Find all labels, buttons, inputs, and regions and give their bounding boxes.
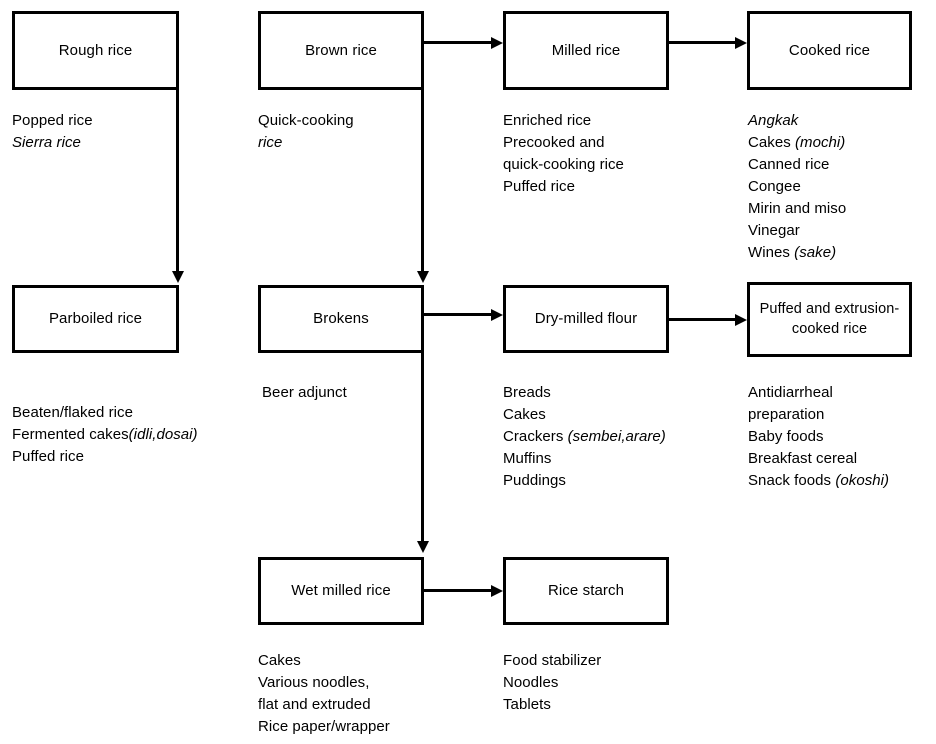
flow-rough-to-parboiled-arrowhead — [171, 271, 184, 283]
product-item: Breakfast cereal — [748, 450, 858, 468]
product-item: Cakes — [503, 406, 546, 424]
product-item: Snack foods (okoshi) — [748, 472, 890, 490]
node-rice-starch[interactable]: Rice starch — [503, 557, 669, 625]
product-item: preparation — [748, 406, 825, 424]
product-item: flat and extruded — [258, 696, 371, 714]
node-label-rice-starch: Rice starch — [547, 582, 625, 600]
node-brokens[interactable]: Brokens — [258, 285, 424, 353]
flow-brown-to-milled-arrowhead — [491, 36, 503, 49]
product-item: Muffins — [503, 450, 552, 468]
product-item: Precooked and — [503, 134, 605, 152]
product-item: Antidiarrheal — [748, 384, 833, 401]
product-item: Fermented cakes(idli,dosai) — [12, 426, 198, 444]
flow-brokens-to-flour-line — [424, 313, 491, 316]
node-brown-rice[interactable]: Brown rice — [258, 11, 424, 90]
flow-wetmilled-to-starch-arrowhead — [491, 584, 503, 597]
flow-flour-to-puffed-arrowhead — [735, 313, 747, 326]
node-label-brown-rice: Brown rice — [305, 41, 377, 59]
flow-brokens-to-flour-arrowhead — [491, 308, 503, 321]
product-item: Breads — [503, 384, 551, 401]
product-item: Mirin and miso — [748, 200, 847, 218]
node-cooked-rice[interactable]: Cooked rice — [747, 11, 912, 90]
product-item: Puddings — [503, 472, 566, 490]
product-list-brokens: Beer adjunct — [262, 382, 347, 404]
node-label-milled-rice: Milled rice — [551, 41, 621, 59]
product-item: Puffed rice — [503, 178, 575, 196]
node-label-parboiled-rice: Parboiled rice — [48, 310, 143, 328]
product-item: Vinegar — [748, 222, 800, 240]
flow-flour-to-puffed-line — [669, 318, 735, 321]
node-label-wet-milled-rice: Wet milled rice — [291, 582, 391, 600]
flow-wetmilled-to-starch-line — [424, 589, 491, 592]
product-item: Cakes — [258, 652, 301, 669]
product-item: Wines (sake) — [748, 244, 837, 262]
product-item: Food stabilizer — [503, 652, 602, 669]
product-item-note: (idli,dosai) — [128, 426, 198, 444]
node-milled-rice[interactable]: Milled rice — [503, 11, 669, 90]
product-item: Rice paper/wrapper — [258, 718, 390, 736]
flow-brown-to-brokens-line — [421, 90, 424, 273]
product-item: Quick-cooking — [258, 112, 354, 129]
node-label-dry-milled-flour: Dry-milled flour — [534, 310, 638, 328]
flow-milled-to-cooked-line — [669, 41, 735, 44]
product-item-note: (sake) — [794, 244, 837, 262]
flow-milled-to-cooked-arrowhead — [735, 36, 747, 49]
node-parboiled-rice[interactable]: Parboiled rice — [12, 285, 179, 353]
product-item: Puffed rice — [12, 448, 84, 466]
flow-brown-to-brokens-arrowhead — [416, 271, 429, 283]
product-item: Cakes (mochi) — [748, 134, 846, 152]
product-item: Beer adjunct — [262, 384, 347, 401]
flow-brokens-to-wetmilled-line — [421, 353, 424, 543]
node-label-rough-rice: Rough rice — [58, 41, 133, 59]
node-label-puffed-extrusion-cooked-rice: Puffed and extrusion-cooked rice — [759, 301, 900, 337]
product-item: Noodles — [503, 674, 559, 692]
product-list-brown-rice: Quick-cooking rice — [258, 110, 354, 154]
flow-brokens-to-wetmilled-arrowhead — [416, 541, 429, 553]
product-item: Enriched rice — [503, 112, 592, 129]
node-dry-milled-flour[interactable]: Dry-milled flour — [503, 285, 669, 353]
product-item: Beaten/flaked rice — [12, 404, 133, 421]
product-item-note: (sembei,arare) — [567, 428, 666, 446]
node-puffed-extrusion-cooked-rice[interactable]: Puffed and extrusion-cooked rice — [747, 282, 912, 357]
product-item: Popped rice — [12, 112, 93, 129]
node-wet-milled-rice[interactable]: Wet milled rice — [258, 557, 424, 625]
node-label-cooked-rice: Cooked rice — [788, 41, 871, 59]
product-item-note: (mochi) — [795, 134, 846, 152]
product-item: Congee — [748, 178, 801, 196]
node-label-brokens: Brokens — [313, 310, 369, 328]
product-item: quick-cooking rice — [503, 156, 624, 174]
product-item: Various noodles, — [258, 674, 370, 692]
node-rough-rice[interactable]: Rough rice — [12, 11, 179, 90]
product-item: Angkak — [748, 112, 799, 129]
product-item: rice — [258, 134, 283, 152]
product-item: Sierra rice — [12, 134, 81, 152]
product-item: Canned rice — [748, 156, 830, 174]
product-item: Crackers (sembei,arare) — [503, 428, 666, 446]
product-item: Tablets — [503, 696, 551, 714]
product-item: Baby foods — [748, 428, 824, 446]
flow-rough-to-parboiled-line — [176, 90, 179, 273]
flow-brown-to-milled-line — [424, 41, 491, 44]
product-item-note: (okoshi) — [835, 472, 890, 490]
